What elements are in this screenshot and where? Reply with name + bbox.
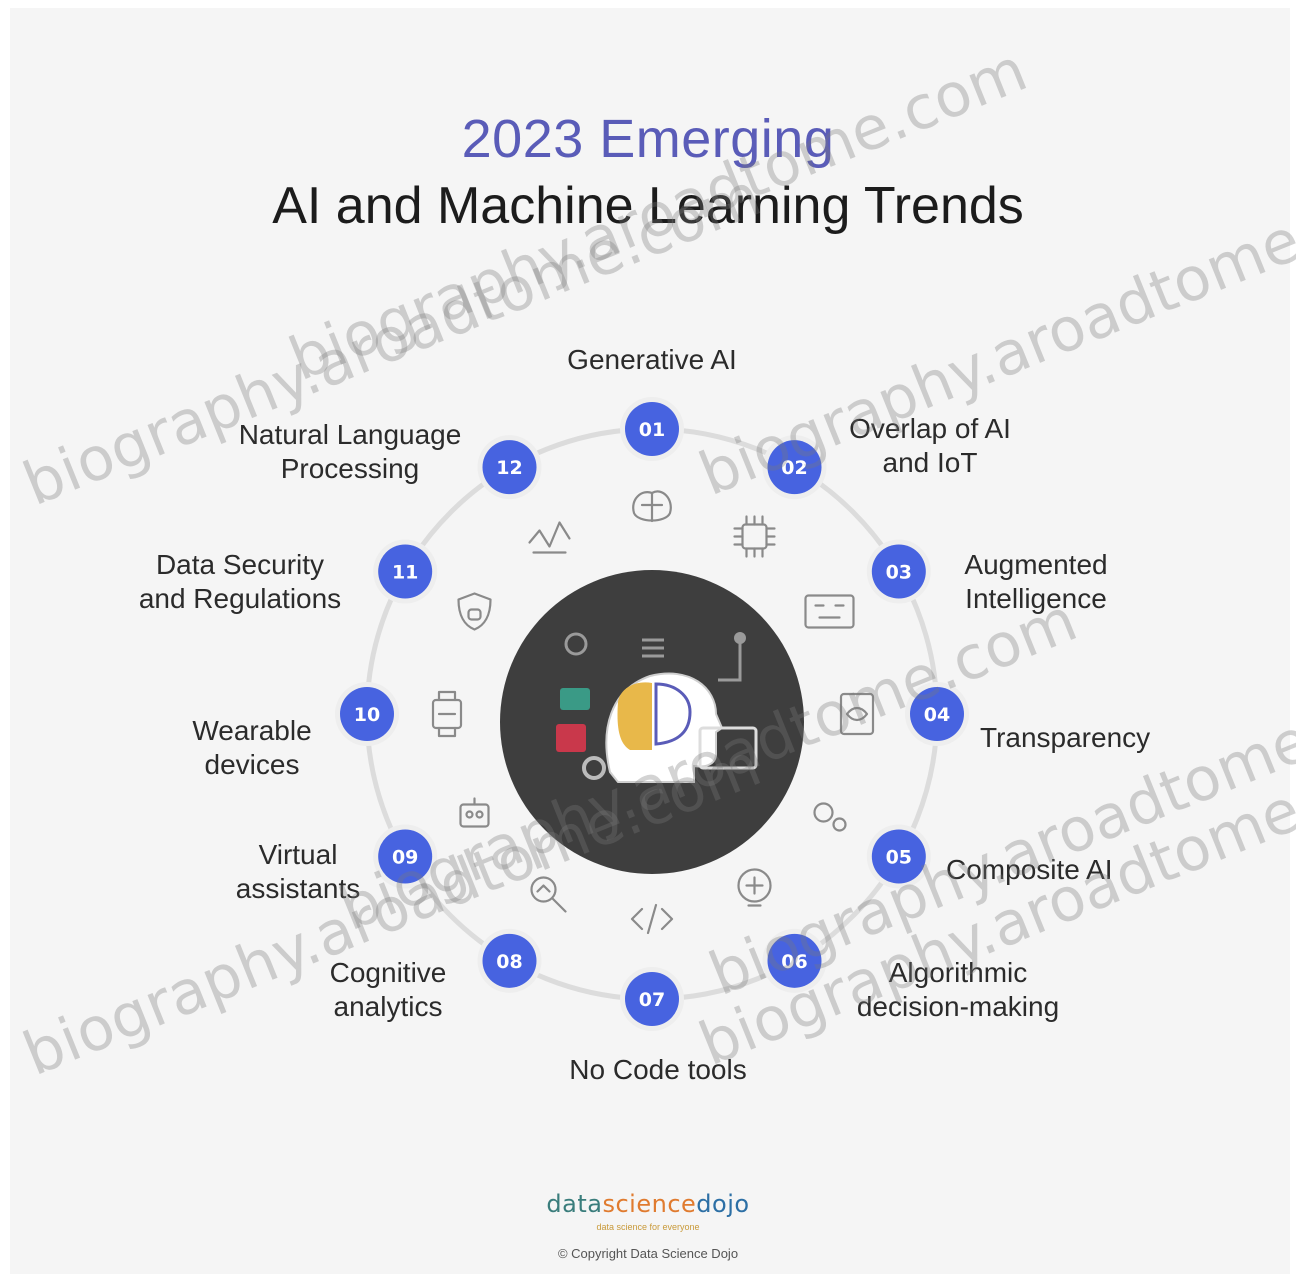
trend-label-line: Cognitive <box>329 957 447 988</box>
brand-logo: datasciencedojo <box>0 1190 1296 1218</box>
badge-number: 06 <box>781 951 807 973</box>
trend-label-line: assistants <box>235 873 361 904</box>
logo-part-dojo: dojo <box>696 1190 750 1218</box>
trend-label-line: Augmented <box>964 549 1108 580</box>
trend-label-line: No Code tools <box>569 1054 747 1085</box>
trend-label-line: Generative AI <box>567 344 737 375</box>
trend-label-line: analytics <box>333 991 443 1022</box>
title-year: 2023 Emerging <box>461 109 835 169</box>
badge-09: 09 <box>373 824 438 889</box>
badge-12: 12 <box>477 435 542 500</box>
badge-01: 01 <box>620 397 684 461</box>
smartwatch-icon <box>431 690 463 738</box>
trend-label-05: Composite AI <box>946 853 1113 887</box>
code-brackets-icon <box>630 903 674 935</box>
trend-label-07: No Code tools <box>569 1053 746 1087</box>
trend-label-line: Natural Language <box>238 419 462 450</box>
trend-label-line: and IoT <box>882 447 978 478</box>
badge-number: 02 <box>781 457 807 479</box>
assistant-bot-icon <box>459 797 490 828</box>
decision-flow-icon <box>737 868 772 907</box>
logo-part-data: data <box>546 1190 603 1218</box>
badge-03: 03 <box>866 539 931 604</box>
gears-icon <box>813 802 847 832</box>
trend-label-line: Virtual <box>258 839 338 870</box>
trend-label-line: Intelligence <box>965 583 1107 614</box>
badge-number: 05 <box>886 847 912 869</box>
trend-label-line: and Regulations <box>138 583 342 614</box>
badge-number: 07 <box>639 989 665 1011</box>
badge-05: 05 <box>866 824 931 889</box>
badge-10: 10 <box>335 682 399 746</box>
trend-label-01: Generative AI <box>567 343 737 377</box>
badge-number: 11 <box>392 562 418 584</box>
badge-07: 07 <box>620 967 684 1031</box>
badge-number: 03 <box>886 562 912 584</box>
copyright-notice: © Copyright Data Science Dojo <box>557 1246 739 1261</box>
trend-label-04: Transparency <box>980 721 1150 755</box>
badge-number: 04 <box>924 704 950 726</box>
page-title: AI and Machine Learning Trends <box>272 177 1024 235</box>
badge-08: 08 <box>477 928 542 993</box>
trend-label-line: Processing <box>280 453 420 484</box>
trend-label-line: devices <box>204 749 300 780</box>
trend-label-line: Composite AI <box>946 854 1113 885</box>
badge-06: 06 <box>762 928 827 993</box>
badge-11: 11 <box>373 539 438 604</box>
trend-label-line: Data Security <box>155 549 325 580</box>
brand-tagline: data science for everyone <box>596 1222 700 1232</box>
ar-device-icon <box>804 594 855 629</box>
badge-number: 01 <box>639 419 665 441</box>
trend-label-line: Overlap of AI <box>849 413 1011 444</box>
trend-label-line: decision-making <box>856 991 1060 1022</box>
trend-label-line: Wearable <box>192 715 312 746</box>
speech-waves-icon <box>528 521 571 554</box>
ai-head-icon <box>556 632 758 783</box>
badge-number: 10 <box>354 704 380 726</box>
trend-label-line: Algorithmic <box>888 957 1028 988</box>
badge-04: 04 <box>905 682 969 746</box>
badge-02: 02 <box>762 435 827 500</box>
shield-lock-icon <box>457 592 492 631</box>
badge-number: 08 <box>496 951 522 973</box>
logo-part-science: science <box>602 1190 697 1218</box>
chip-network-icon <box>733 515 776 558</box>
magnifier-chart-icon <box>530 876 567 913</box>
badge-number: 09 <box>392 847 418 869</box>
document-eye-icon <box>839 692 875 736</box>
trend-label-line: Transparency <box>980 722 1151 753</box>
badge-number: 12 <box>496 457 522 479</box>
brain-circuit-icon <box>632 490 672 523</box>
